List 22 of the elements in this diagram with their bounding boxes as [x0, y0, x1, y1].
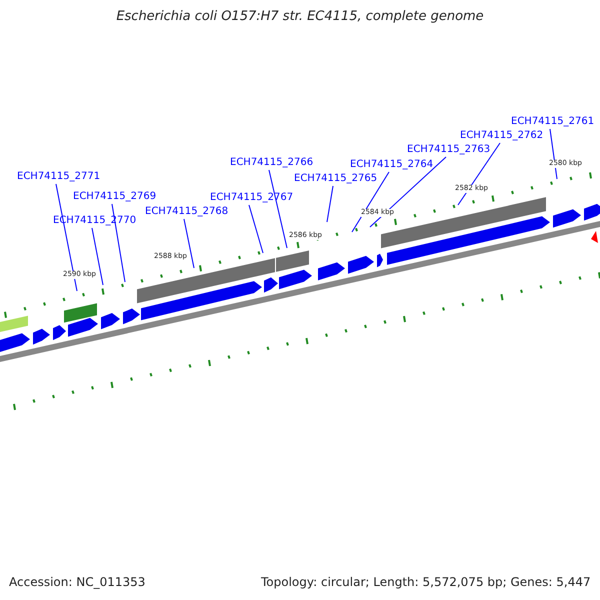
leader-line	[370, 156, 446, 228]
leader-line	[326, 186, 334, 222]
leader-line	[352, 172, 390, 232]
gene-label: ECH74115_2761	[511, 116, 594, 128]
leader-line	[112, 204, 126, 282]
leader-line	[184, 218, 194, 268]
accession-text: Accession: NC_011353	[9, 575, 146, 589]
gene-label: ECH74115_2765	[294, 173, 378, 185]
gene-label: ECH74115_2764	[350, 159, 434, 171]
gene-label: ECH74115_2769	[73, 191, 156, 203]
gene-label: ECH74115_2763	[407, 144, 490, 156]
genome-summary-text: Topology: circular; Length: 5,572,075 bp; Genes: 5,447	[261, 575, 591, 589]
gene-label: ECH74115_2771	[17, 171, 100, 183]
title: Escherichia coli O157:H7 str. EC4115, complete genome	[115, 9, 485, 24]
leader-line	[92, 228, 104, 286]
leader-line	[56, 184, 78, 292]
leader-line	[268, 170, 288, 248]
leader-line	[248, 204, 264, 254]
gene-label: ECH74115_2768	[145, 206, 228, 218]
gene-label: ECH74115_2762	[460, 130, 544, 142]
leader-line	[458, 142, 500, 206]
gene-label: ECH74115_2766	[230, 157, 314, 169]
